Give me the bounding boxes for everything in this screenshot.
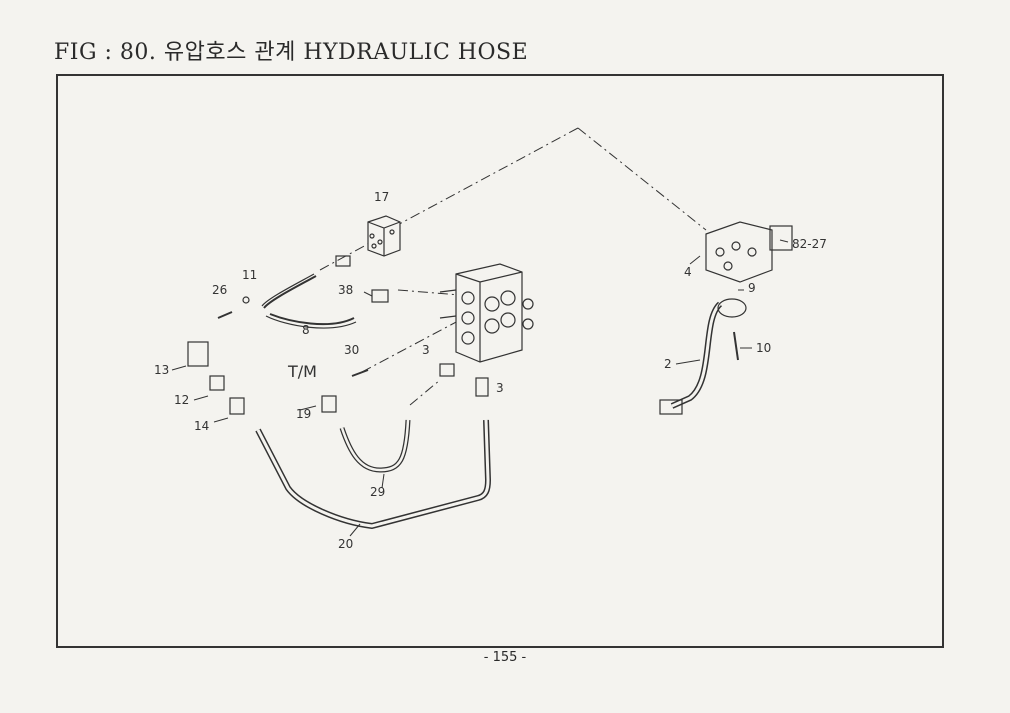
part-26-bolt	[217, 311, 233, 319]
leader-line	[577, 127, 707, 231]
label-4: 4	[684, 265, 692, 279]
label-11: 11	[242, 268, 257, 282]
pump-assembly-82-27	[705, 221, 793, 283]
leader-line	[361, 319, 461, 373]
label-30: 30	[344, 343, 359, 357]
label-13: 13	[154, 363, 169, 377]
part-17-block	[367, 215, 401, 257]
label-10: 10	[756, 341, 771, 355]
leader-line	[391, 127, 579, 229]
part-10-bolt	[733, 331, 739, 361]
part-14-fitting	[229, 397, 245, 415]
label-9: 9	[748, 281, 756, 295]
label-19: 19	[296, 407, 311, 421]
part-2-nut	[659, 399, 683, 415]
part-3-fitting	[439, 363, 455, 377]
label-20: 20	[338, 537, 353, 551]
part-19-fitting	[321, 395, 337, 413]
part-30-bolt	[351, 369, 369, 377]
label-tm: T/M	[287, 362, 317, 381]
diagram-frame	[56, 74, 944, 648]
label-3-lower: 3	[496, 381, 504, 395]
part-13-adapter	[187, 341, 209, 367]
label-17: 17	[374, 190, 389, 204]
label-14: 14	[194, 419, 209, 433]
part-17-fitting	[335, 255, 351, 267]
label-8: 8	[302, 323, 310, 337]
part-8-pipe-edge	[261, 273, 357, 329]
label-26: 26	[212, 283, 227, 297]
control-valve-body	[439, 263, 534, 363]
part-12-nut	[209, 375, 225, 391]
label-82-27: 82-27	[792, 237, 827, 251]
part-11-washer	[242, 296, 250, 304]
label-3-upper: 3	[422, 343, 430, 357]
leader-line	[409, 379, 441, 406]
part-20-hose	[255, 419, 492, 530]
label-12: 12	[174, 393, 189, 407]
label-29: 29	[370, 485, 385, 499]
part-8-pipe	[263, 275, 355, 326]
part-2-flange	[717, 298, 747, 318]
page-title: FIG : 80. 유압호스 관계 HYDRAULIC HOSE	[54, 40, 529, 65]
page-number: - 155 -	[483, 650, 527, 665]
label-2: 2	[664, 357, 672, 371]
part-38-fitting	[371, 289, 389, 303]
part-3-fitting-vertical	[475, 377, 489, 397]
label-38: 38	[338, 283, 353, 297]
